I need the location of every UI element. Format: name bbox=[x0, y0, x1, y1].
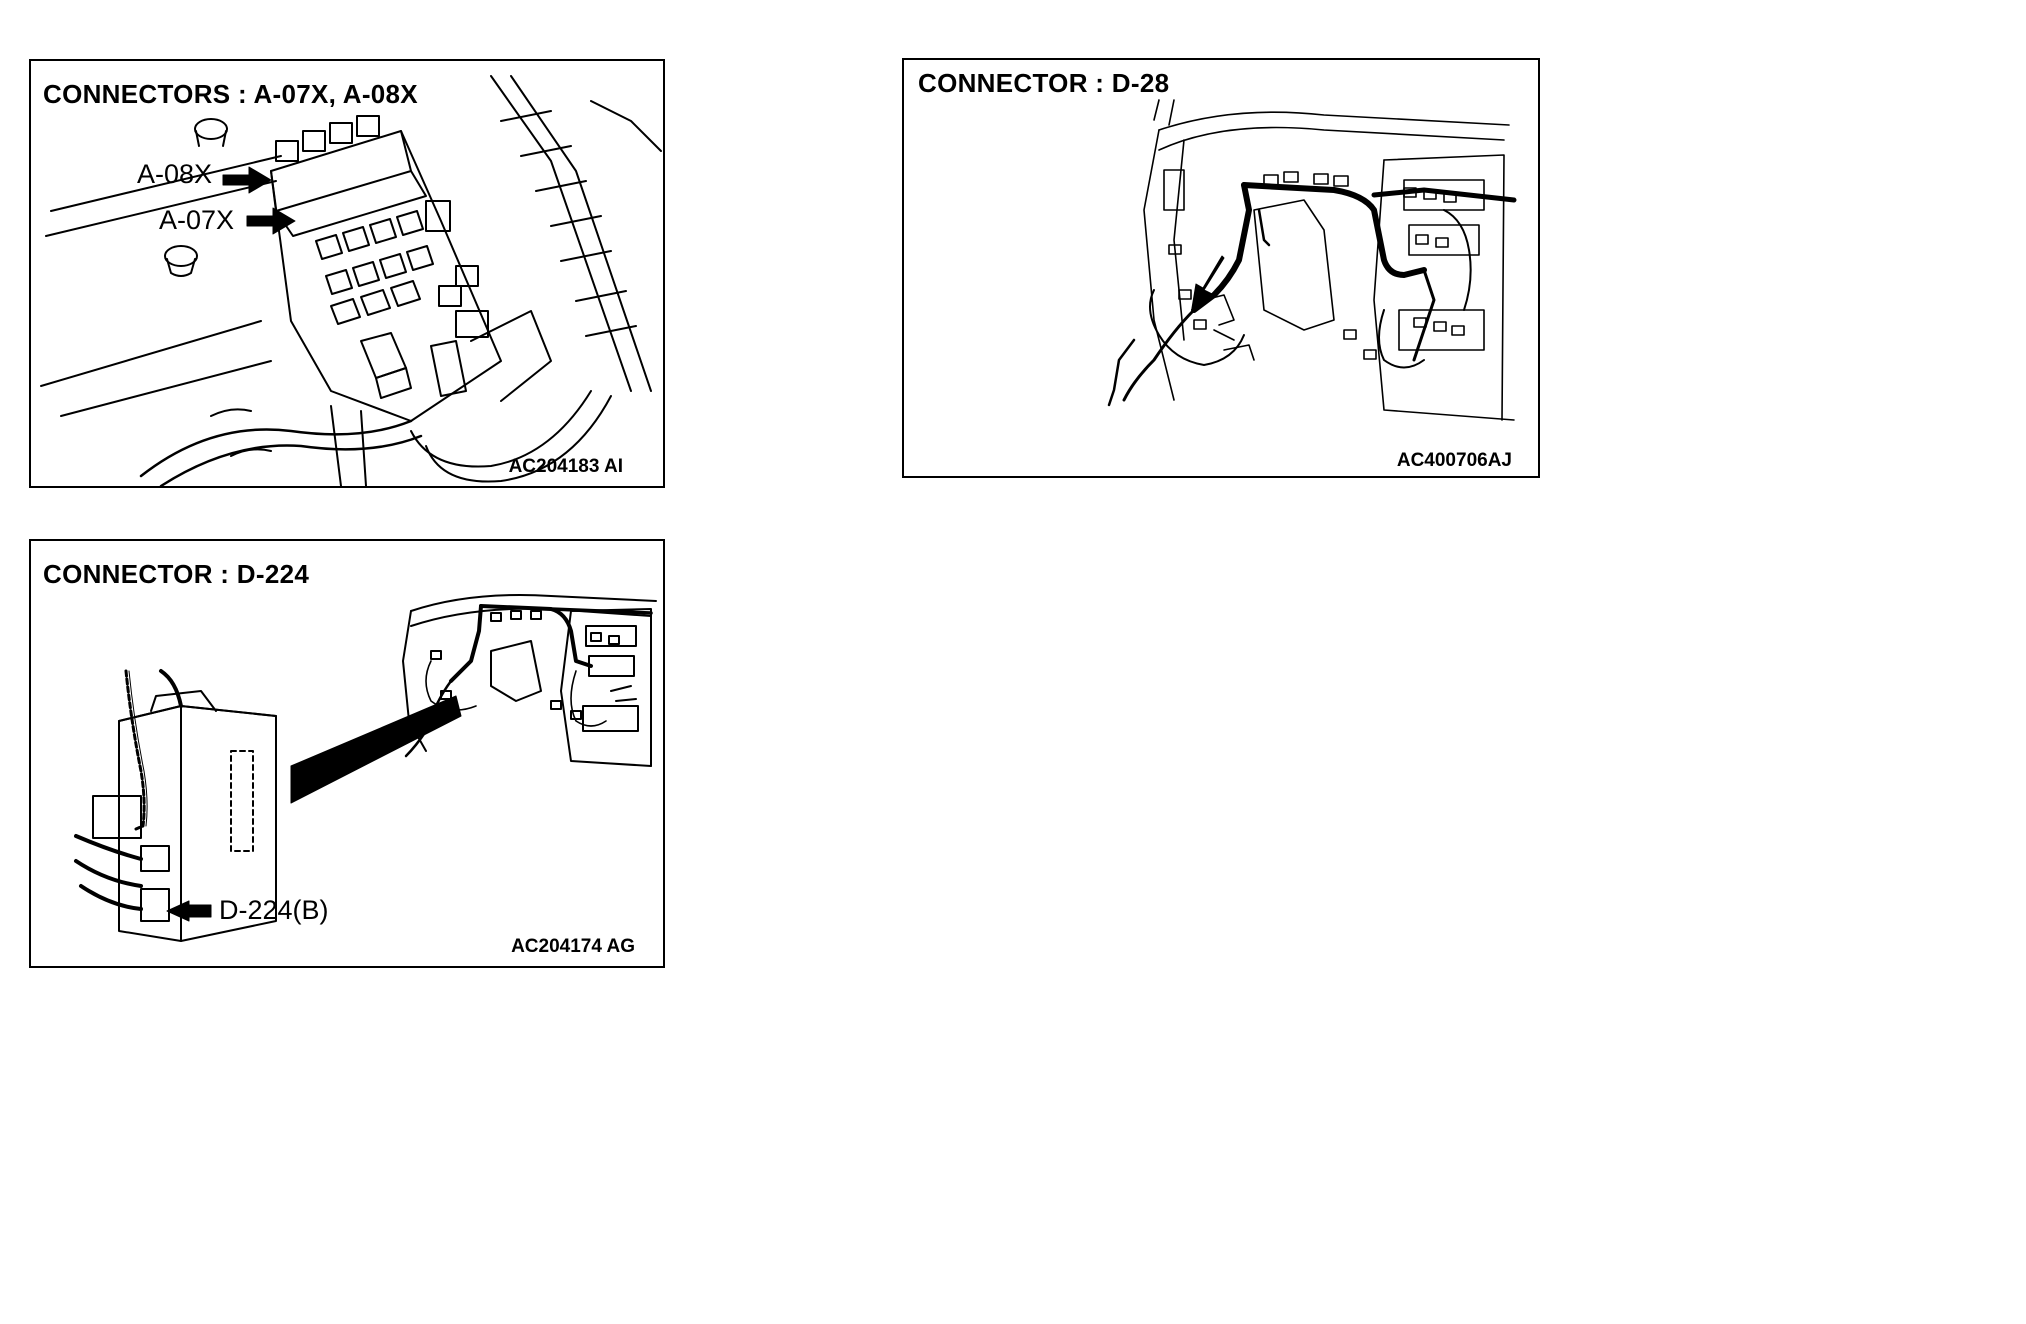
panel-title: CONNECTOR : D-28 bbox=[918, 68, 1170, 98]
relay-box-drawing bbox=[40, 75, 662, 486]
panel-connector-d224: CONNECTOR : D-224 D-224(B) AC204174 AG bbox=[29, 539, 665, 968]
dashboard-harness-drawing bbox=[1107, 99, 1517, 421]
figure-code: AC204183 AI bbox=[508, 456, 623, 477]
figure-code: AC204174 AG bbox=[511, 936, 635, 957]
panel-connectors-a07x-a08x: CONNECTORS : A-07X, A-08X A-08X A-07X AC… bbox=[29, 59, 665, 488]
control-unit-drawing bbox=[74, 594, 657, 942]
figure-code: AC400706AJ bbox=[1396, 450, 1512, 471]
panel-title: CONNECTORS : A-07X, A-08X bbox=[43, 79, 418, 109]
panel-connector-d28: CONNECTOR : D-28 AC400706AJ bbox=[902, 58, 1540, 478]
callout-a07x-label: A-07X bbox=[159, 205, 235, 235]
callout-d224b-label: D-224(B) bbox=[219, 895, 329, 925]
panel-title: CONNECTOR : D-224 bbox=[43, 559, 310, 589]
callout-a08x-label: A-08X bbox=[137, 159, 213, 189]
